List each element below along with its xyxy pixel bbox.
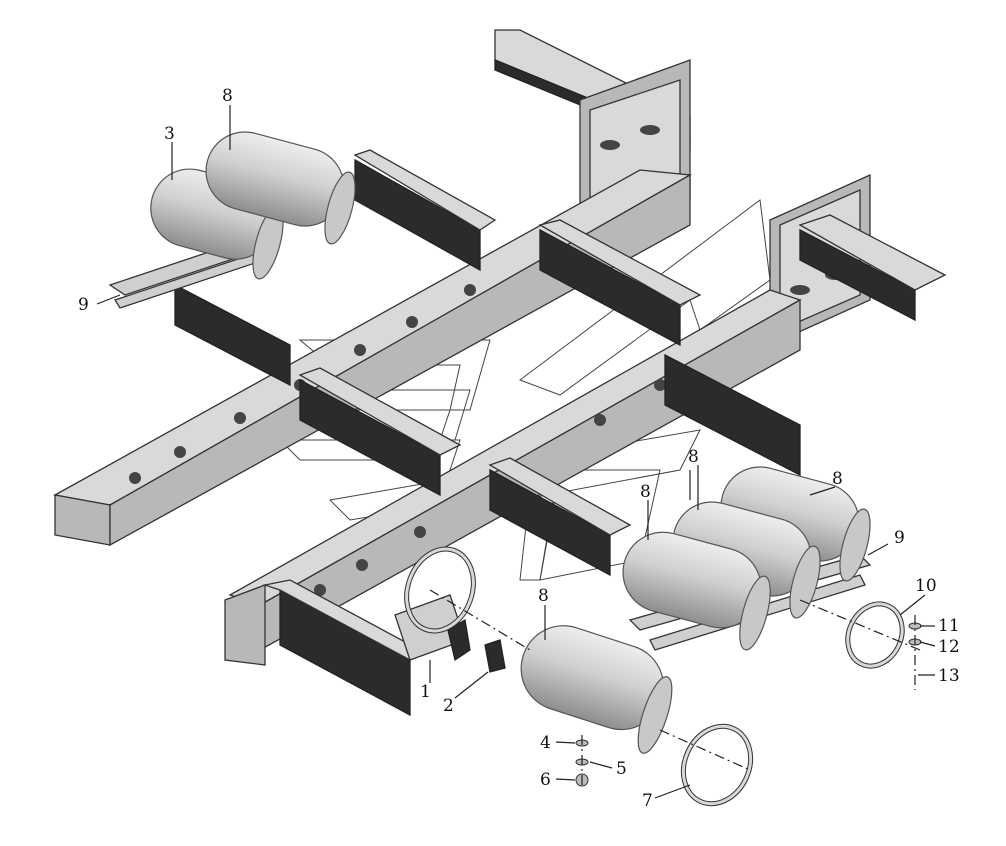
left-side-rail [53, 169, 693, 547]
rubber-pad-2 [484, 639, 506, 673]
label-8-upper: 8 [222, 86, 233, 106]
label-3: 3 [164, 124, 175, 144]
label-13: 13 [938, 666, 960, 686]
label-1: 1 [420, 682, 431, 702]
air-tank-right-c [622, 531, 771, 651]
label-10: 10 [915, 576, 937, 596]
label-9-right: 9 [894, 528, 905, 548]
label-11: 11 [938, 616, 960, 636]
label-6: 6 [540, 770, 551, 790]
label-2: 2 [443, 696, 454, 716]
part-labels: 8 3 9 8 8 8 9 10 8 11 12 13 1 2 4 5 6 7 [78, 86, 960, 811]
cross-members [174, 149, 801, 577]
label-5: 5 [616, 759, 627, 779]
air-tank-exploded [520, 625, 673, 754]
label-9-left: 9 [78, 295, 89, 315]
mount-bracket-1 [394, 594, 471, 662]
tank-strap-7 [680, 723, 754, 807]
tank-strap-upper [404, 546, 476, 634]
label-4: 4 [540, 733, 551, 753]
label-7: 7 [642, 791, 653, 811]
assembly-axes [429, 470, 921, 785]
rear-crossmember [224, 579, 422, 717]
label-8-mid: 8 [640, 482, 651, 502]
label-leaders [96, 105, 936, 799]
tank-strap-10 [845, 601, 905, 669]
label-8-right: 8 [832, 469, 843, 489]
label-12: 12 [938, 637, 960, 657]
label-8-lower: 8 [538, 586, 549, 606]
label-8-center: 8 [688, 447, 699, 467]
air-tank-upper-8 [205, 131, 356, 245]
